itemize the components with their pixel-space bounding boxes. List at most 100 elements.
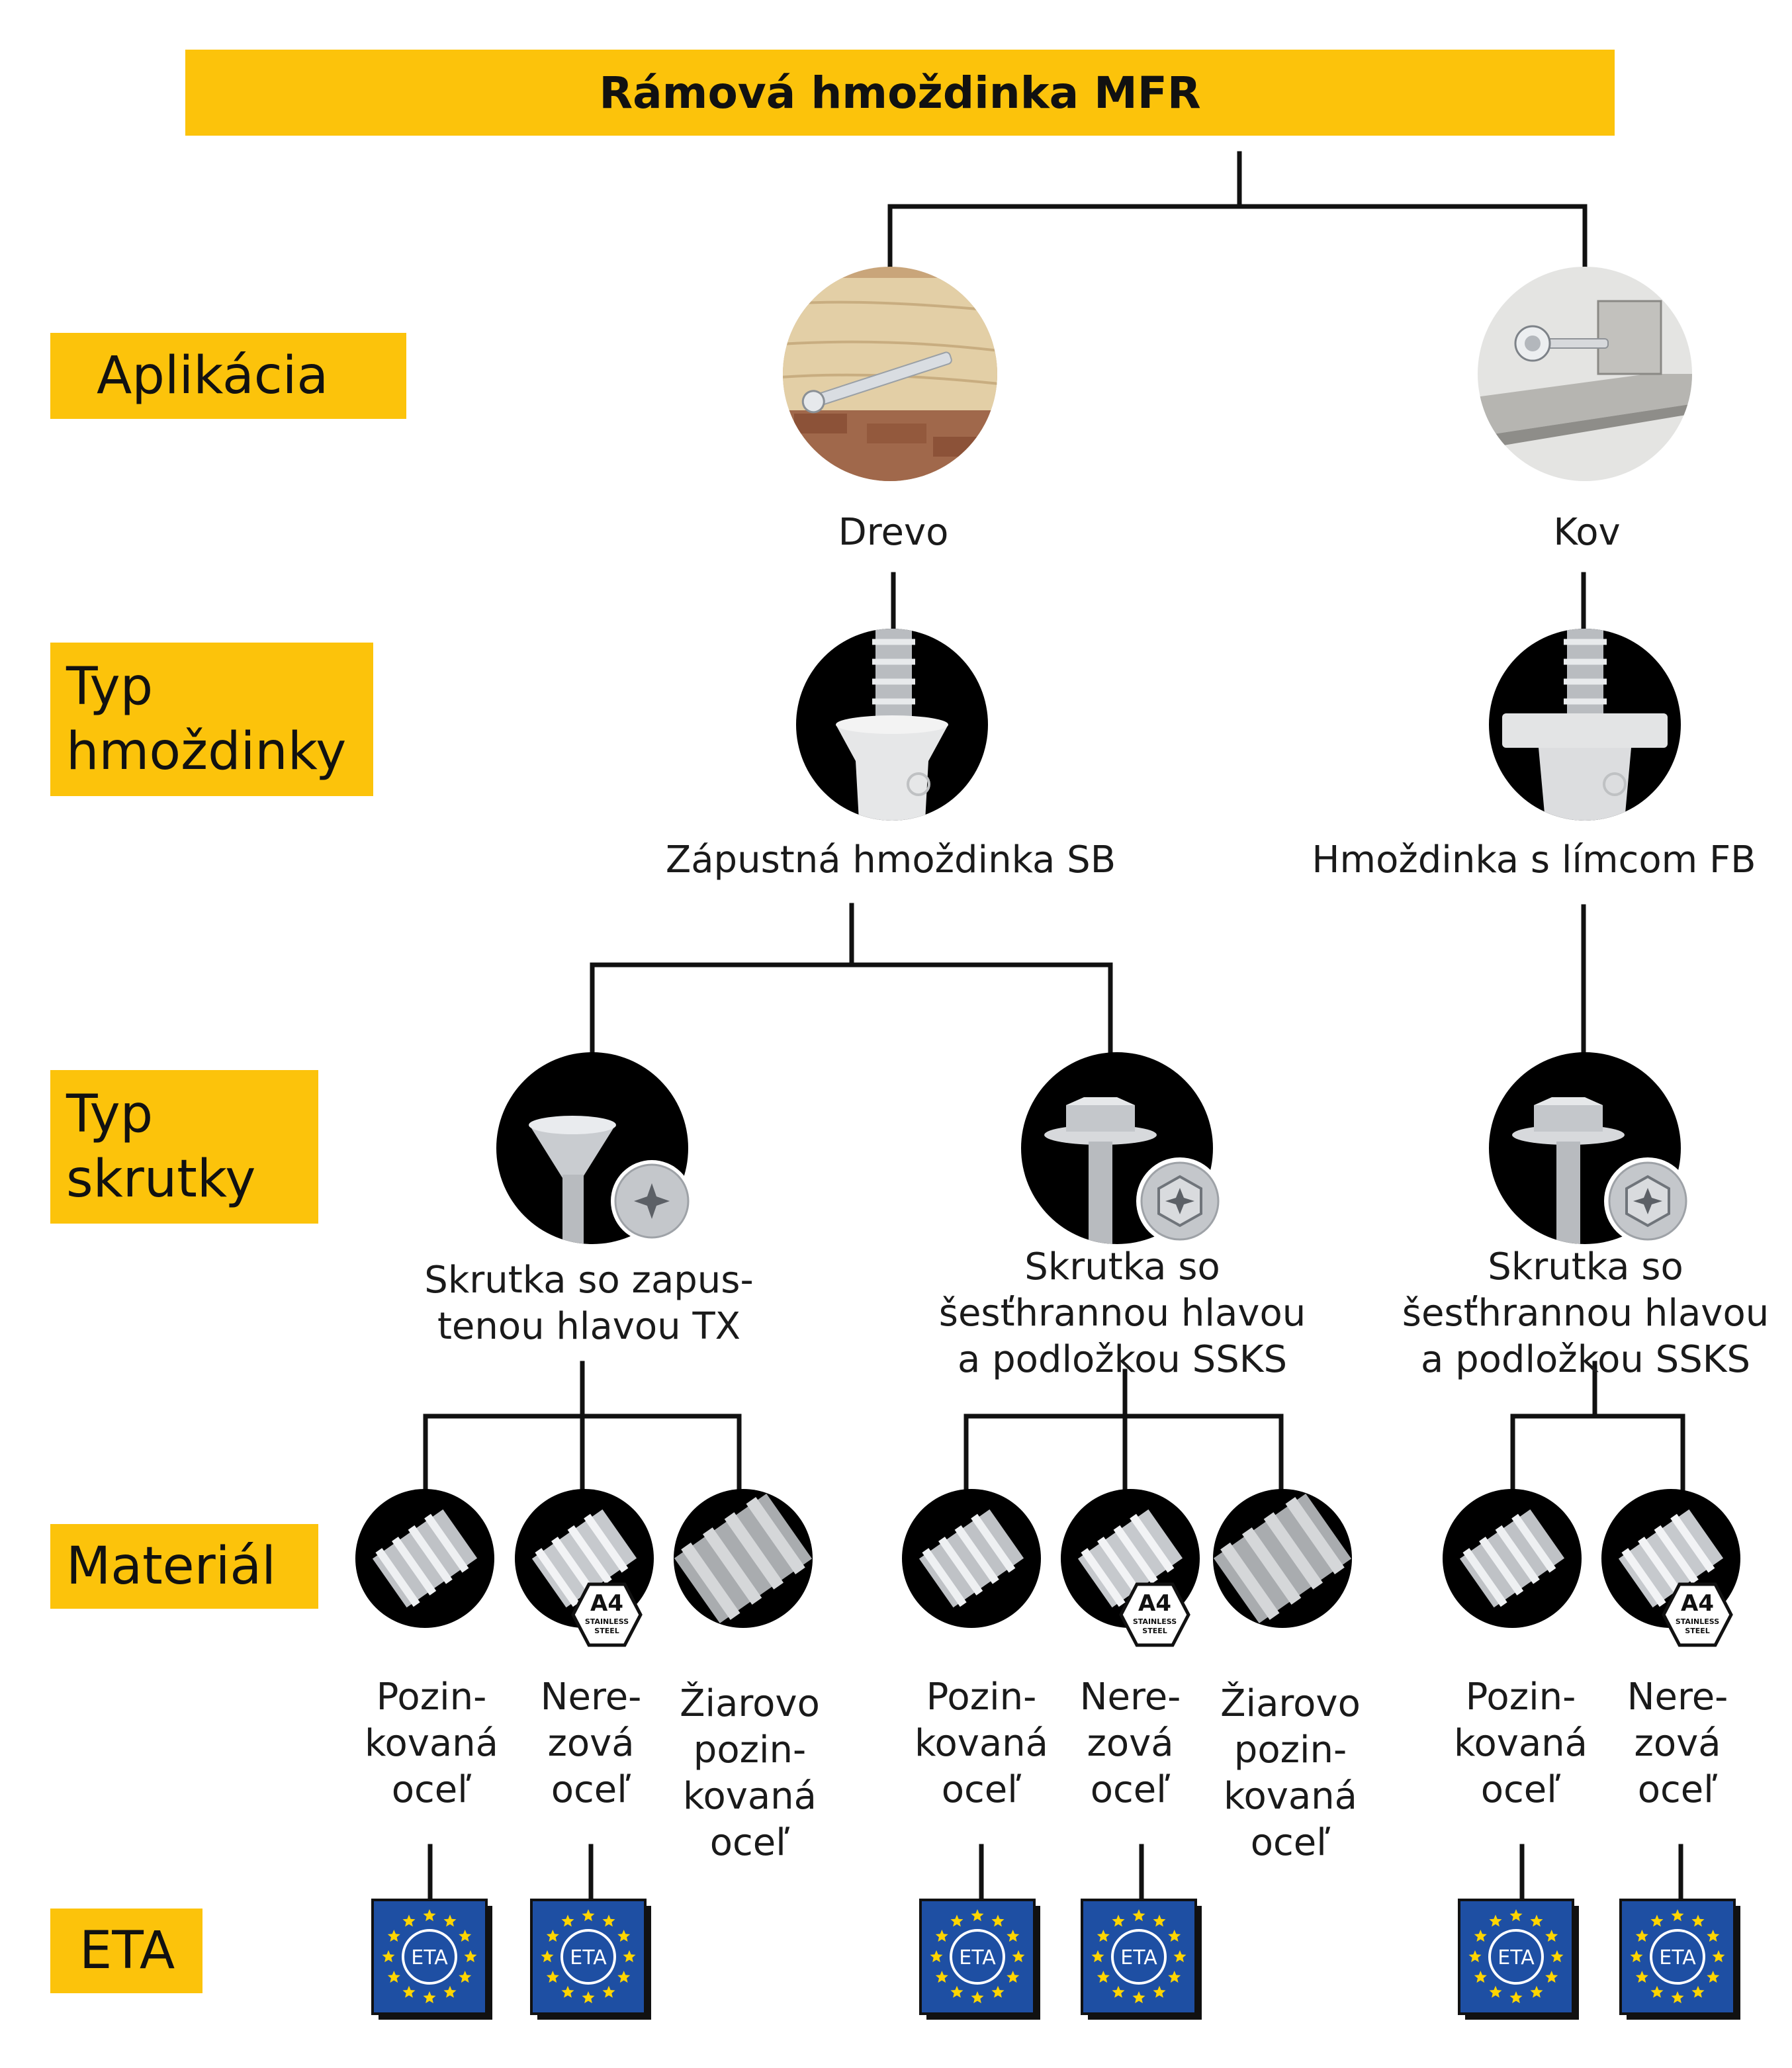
a4-badge-sub2: STEEL (1142, 1627, 1167, 1635)
eu-star-icon (1650, 1985, 1664, 1998)
wood-application-photo (783, 267, 997, 481)
eu-star-icon (1691, 1914, 1705, 1927)
eta-badge-6: ETA (1619, 1899, 1740, 2020)
anchor-sb-photo (796, 629, 988, 821)
eu-star-icon (402, 1985, 416, 1998)
metal-application-photo (1478, 267, 1692, 481)
eu-star-icon (1153, 1914, 1166, 1927)
row-label-eta-text: ETA (79, 1921, 175, 1981)
a4-badge-sub2: STEEL (594, 1627, 619, 1635)
eu-star-icon (459, 1930, 472, 1942)
eta-badge-text: ETA (1498, 1946, 1535, 1969)
page-title: Rámová hmoždinka MFR (599, 67, 1201, 118)
row-label-typ-hmozdinky: Typ hmoždinky (50, 643, 373, 796)
eta-badge-2: ETA (530, 1899, 651, 2020)
eu-star-icon (1168, 1930, 1181, 1942)
connector-anchor-sb (590, 903, 1113, 1061)
eu-star-icon (1468, 1950, 1482, 1963)
material-photo-galvanized-1 (355, 1489, 494, 1628)
eta-badge-text: ETA (570, 1946, 607, 1969)
eu-star-icon (950, 1985, 963, 1998)
a4-stainless-badge-3: A4 STAINLESS STEEL (1662, 1582, 1733, 1647)
a4-badge-sub2: STEEL (1685, 1627, 1709, 1635)
eu-star-icon (1012, 1950, 1025, 1963)
eu-star-icon (1091, 1950, 1104, 1963)
eu-star-icon (443, 1985, 457, 1998)
material-label-hotdip-1: Žiarovo pozin- kovaná oceľ (680, 1682, 820, 1864)
a4-badge-text: A4 (590, 1590, 623, 1617)
eu-star-icon (464, 1950, 477, 1963)
eta-badge-text: ETA (1659, 1946, 1696, 1969)
eta-badge-1: ETA (371, 1899, 492, 2020)
material-label-galvanized-1: Pozin- kovaná oceľ (365, 1676, 498, 1811)
row-label-aplikacia-text: Aplikácia (97, 346, 329, 406)
eu-star-icon (541, 1950, 554, 1963)
eu-star-icon (602, 1985, 615, 1998)
a4-badge-sub1: STAINLESS (1133, 1617, 1177, 1626)
eu-star-icon (1509, 1991, 1523, 2004)
eu-star-icon (1007, 1930, 1020, 1942)
eu-star-icon (402, 1914, 416, 1927)
eu-star-icon (459, 1971, 472, 1983)
eu-star-icon (1489, 1914, 1502, 1927)
eu-star-icon (1630, 1950, 1643, 1963)
anchor-type-label-fb: Hmoždinka s límcom FB (1312, 838, 1756, 881)
row-label-aplikacia: Aplikácia (50, 333, 406, 419)
screw-ssks-photo-1 (1021, 1052, 1224, 1245)
eu-star-icon (1489, 1985, 1502, 1998)
material-photo-galvanized-3 (1443, 1489, 1582, 1628)
eu-star-icon (1635, 1930, 1648, 1942)
eta-badge-text: ETA (411, 1946, 448, 1969)
eu-star-icon (991, 1985, 1005, 1998)
eu-star-icon (582, 1909, 595, 1922)
eu-star-icon (1509, 1909, 1523, 1922)
eu-star-icon (623, 1950, 636, 1963)
a4-badge-sub1: STAINLESS (1676, 1617, 1719, 1626)
material-label-galvanized-2: Pozin- kovaná oceľ (915, 1676, 1048, 1811)
eu-star-icon (935, 1930, 948, 1942)
eu-star-icon (423, 1991, 436, 2004)
eta-badge-4: ETA (1081, 1899, 1202, 2020)
eu-star-icon (1112, 1985, 1125, 1998)
eta-badge-text: ETA (1120, 1946, 1157, 1969)
eu-star-icon (423, 1909, 436, 1922)
eu-star-icon (387, 1971, 400, 1983)
eu-star-icon (1671, 1991, 1684, 2004)
eu-star-icon (1671, 1909, 1684, 1922)
eu-star-icon (1650, 1914, 1664, 1927)
eu-star-icon (991, 1914, 1005, 1927)
eu-star-icon (1707, 1971, 1720, 1983)
eu-star-icon (1173, 1950, 1187, 1963)
eu-star-icon (1168, 1971, 1181, 1983)
a4-stainless-badge-1: A4 STAINLESS STEEL (571, 1582, 643, 1647)
row-label-typ-skrutky-text: Typ skrutky (66, 1085, 256, 1209)
eu-star-icon (1691, 1985, 1705, 1998)
eu-star-icon (1545, 1930, 1558, 1942)
eta-ring (1650, 1929, 1705, 1985)
eu-star-icon (617, 1930, 631, 1942)
eu-star-icon (382, 1950, 395, 1963)
material-label-hotdip-2: Žiarovo pozin- kovaná oceľ (1220, 1682, 1361, 1864)
screw-type-label-ssks-1: Skrutka so šesťhrannou hlavou a podložko… (938, 1245, 1306, 1381)
eu-star-icon (1132, 1991, 1145, 2004)
eu-star-icon (1132, 1909, 1145, 1922)
eu-star-icon (546, 1930, 559, 1942)
connector-eta (427, 1844, 1683, 1902)
eta-ring (560, 1929, 616, 1985)
eu-star-icon (561, 1914, 574, 1927)
eu-star-icon (1097, 1971, 1110, 1983)
row-label-material-text: Materiál (66, 1537, 276, 1596)
eta-ring (1111, 1929, 1167, 1985)
row-label-typ-hmozdinky-text: Typ hmoždinky (66, 657, 347, 782)
eu-star-icon (971, 1909, 984, 1922)
eu-star-icon (1097, 1930, 1110, 1942)
title-bar: Rámová hmoždinka MFR (185, 50, 1615, 136)
connector-screw-tx (423, 1361, 742, 1492)
material-photo-hotdip-1 (674, 1489, 813, 1628)
eu-star-icon (443, 1914, 457, 1927)
anchor-fb-photo (1489, 629, 1681, 821)
material-label-galvanized-3: Pozin- kovaná oceľ (1454, 1676, 1588, 1811)
eu-star-icon (935, 1971, 948, 1983)
connector-screw-ssks2 (1510, 1361, 1685, 1492)
